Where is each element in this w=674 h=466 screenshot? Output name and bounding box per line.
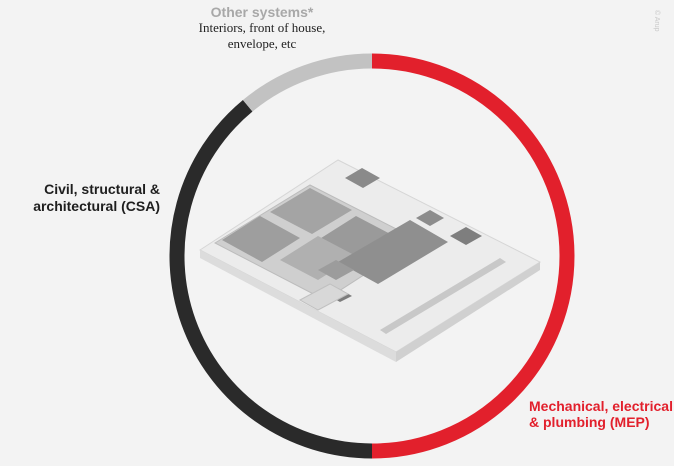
donut-ring	[169, 53, 575, 459]
copyright-note: © Arup	[653, 10, 660, 32]
donut-slice-other	[242, 53, 373, 112]
label-other-systems: Other systems*	[210, 4, 314, 20]
donut-slice-mep	[371, 53, 575, 459]
donut-slice-csa	[169, 99, 373, 459]
label-mep: Mechanical, electrical & plumbing (MEP)	[529, 398, 673, 430]
building-illustration	[199, 159, 542, 362]
label-csa: Civil, structural & architectural (CSA)	[33, 181, 160, 214]
label-other-systems-detail: Interiors, front of house, envelope, etc	[198, 20, 326, 51]
